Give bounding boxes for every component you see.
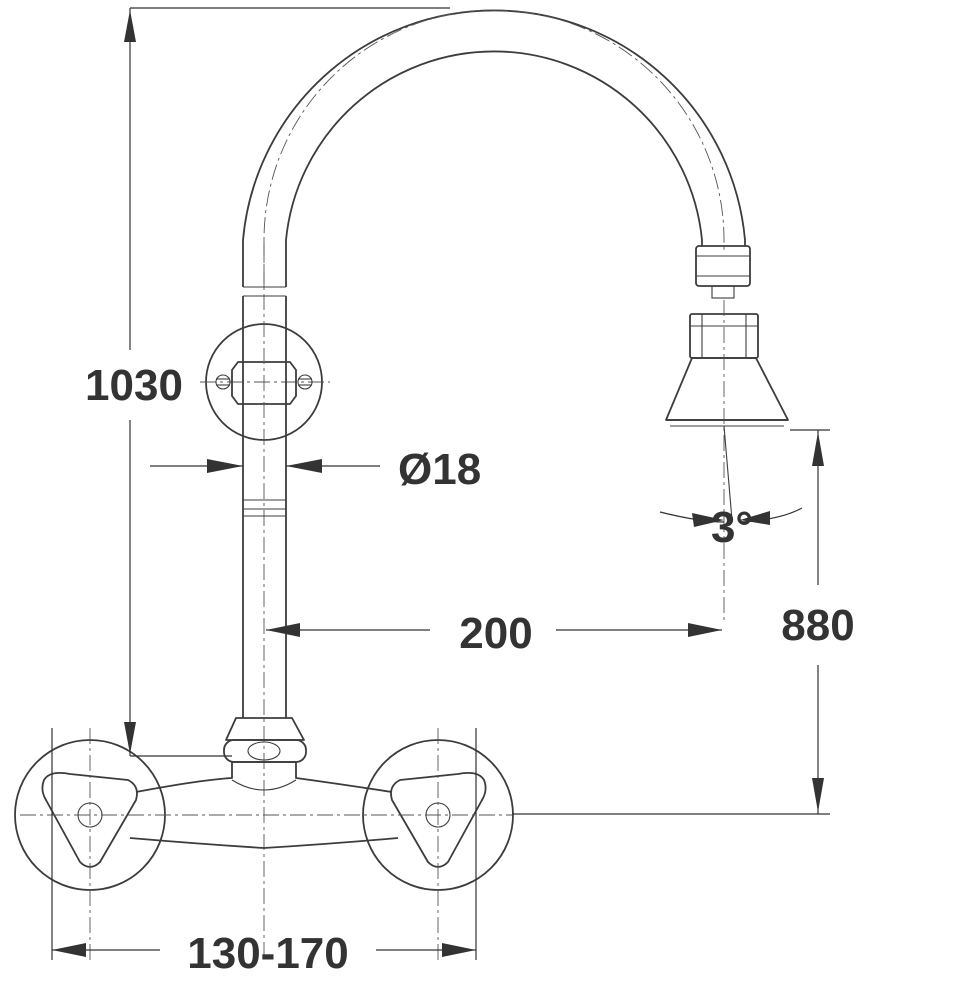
dim-spray-angle bbox=[659, 507, 803, 527]
dim-total-height bbox=[124, 7, 450, 757]
dim-spout-reach-label: 200 bbox=[459, 609, 532, 658]
shower-head bbox=[665, 245, 789, 620]
dim-outlet-height-label: 880 bbox=[781, 601, 854, 650]
dim-spout-reach bbox=[266, 623, 722, 637]
dim-tube-diameter bbox=[150, 459, 380, 473]
wall-flange bbox=[200, 323, 330, 441]
dim-outlet-height bbox=[512, 429, 830, 815]
dim-connection-spacing bbox=[51, 728, 477, 960]
dim-connection-spacing-label: 130-170 bbox=[187, 929, 348, 978]
dim-total-height-label: 1030 bbox=[85, 361, 183, 410]
dim-tube-diameter-label: Ø18 bbox=[398, 445, 481, 494]
riser-tube bbox=[242, 240, 287, 960]
spout-arc bbox=[242, 9, 746, 287]
dim-spray-angle-label: 3° bbox=[711, 503, 753, 552]
mixer-body bbox=[14, 717, 514, 960]
